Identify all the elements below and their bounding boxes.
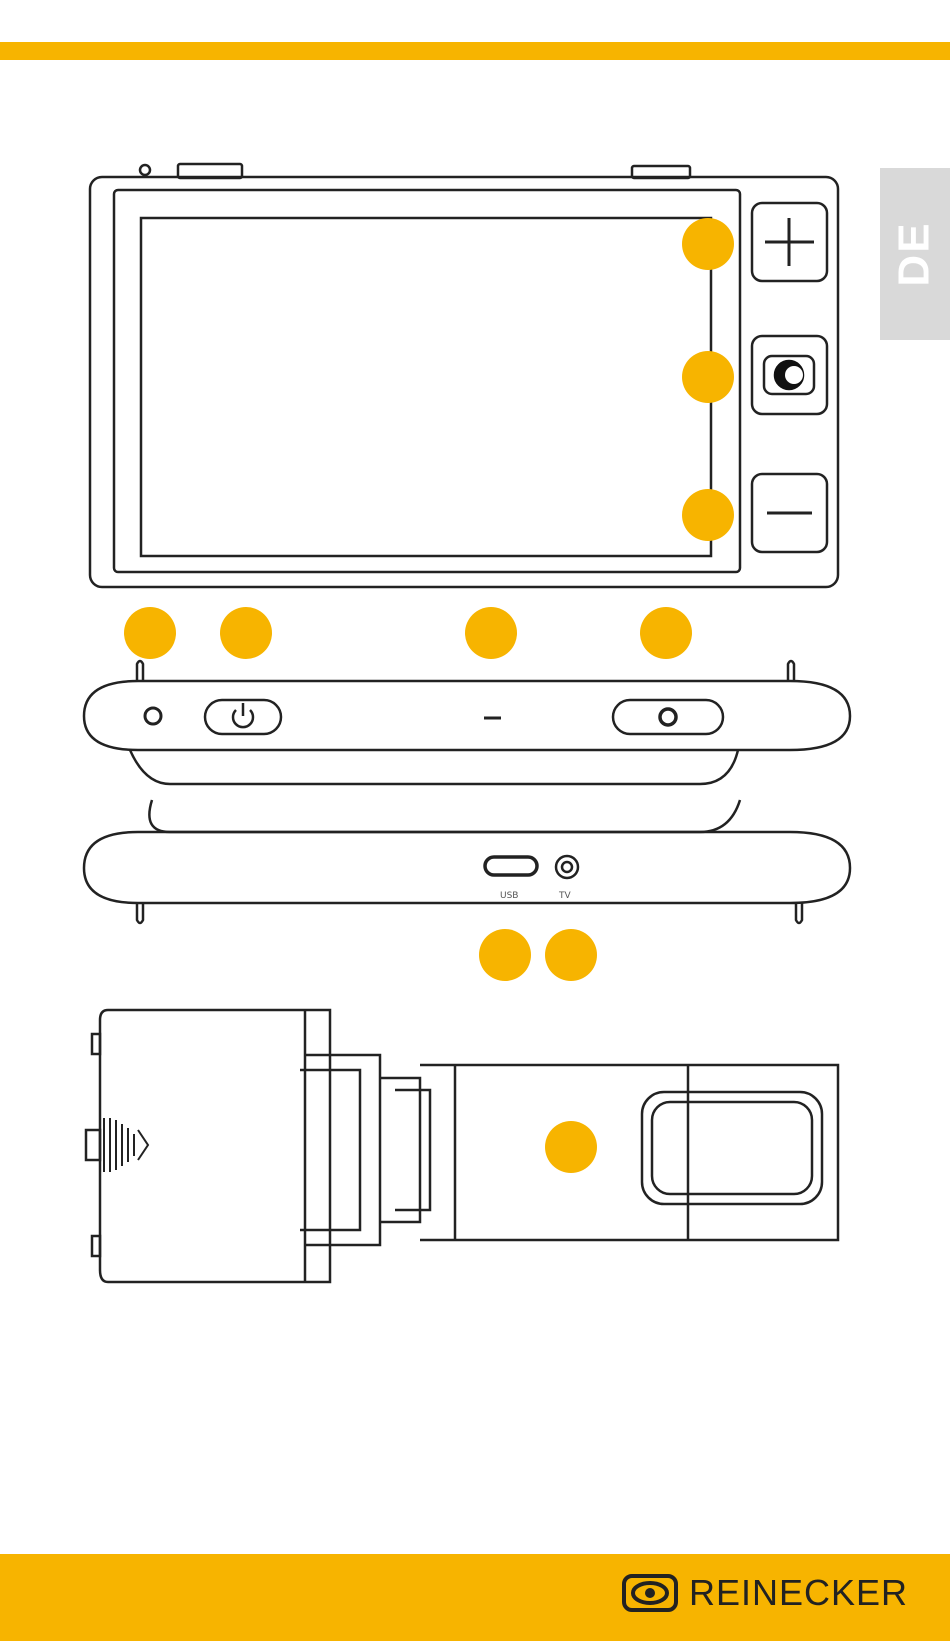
tv-label: TV xyxy=(558,891,571,901)
top-edge-callouts xyxy=(124,607,692,659)
device-top-edge-view xyxy=(84,661,850,784)
capture-button xyxy=(613,700,723,734)
brand-name: REINECKER xyxy=(689,1572,908,1614)
capture-icon xyxy=(660,709,676,725)
screen xyxy=(141,218,711,556)
device-stand-view xyxy=(86,1010,838,1282)
top-edge-body xyxy=(84,681,850,750)
brand-logo: REINECKER xyxy=(621,1572,908,1614)
callout-marker xyxy=(682,218,734,270)
usb-label: USB xyxy=(500,891,518,901)
port-labels: USB TV xyxy=(500,891,571,901)
bottom-edge-callouts xyxy=(479,929,597,981)
usb-port xyxy=(485,857,537,875)
reinecker-logo-icon xyxy=(621,1573,679,1613)
callout-marker xyxy=(124,607,176,659)
front-callouts xyxy=(682,218,734,541)
callout-marker xyxy=(479,929,531,981)
callout-marker xyxy=(682,351,734,403)
callout-marker xyxy=(465,607,517,659)
device-bottom-edge-view xyxy=(84,800,850,923)
stand-window xyxy=(642,1092,822,1204)
indicator-led xyxy=(145,708,161,724)
stand-callouts xyxy=(545,1121,597,1173)
screen-bezel xyxy=(114,190,740,572)
callout-marker xyxy=(545,929,597,981)
tv-port xyxy=(556,856,578,878)
callout-marker xyxy=(220,607,272,659)
callout-marker xyxy=(545,1121,597,1173)
top-edge-knob xyxy=(140,165,150,175)
slide-arrow-icon xyxy=(104,1118,148,1172)
footer-bar: REINECKER xyxy=(0,1554,950,1641)
callout-marker xyxy=(682,489,734,541)
bottom-edge-body xyxy=(84,832,850,903)
callout-marker xyxy=(640,607,692,659)
